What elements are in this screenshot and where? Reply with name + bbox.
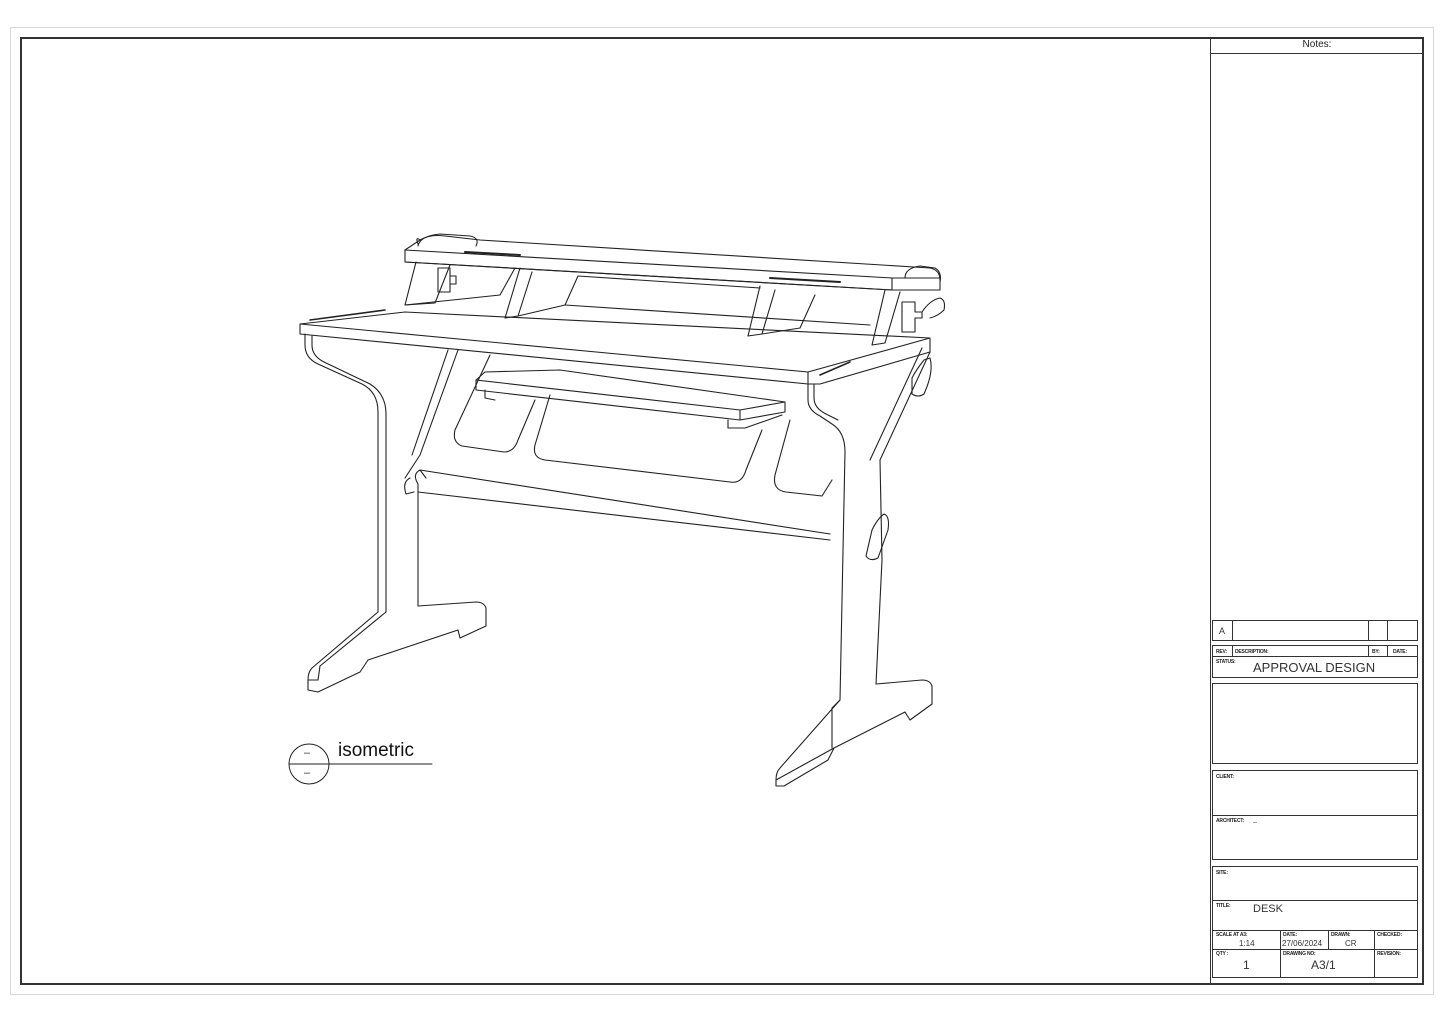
qty-value: 1: [1243, 958, 1250, 972]
status-value: APPROVAL DESIGN: [1253, 660, 1376, 675]
scale-label: SCALE AT A3:: [1216, 932, 1248, 938]
drawing-no-value: A3/1: [1311, 958, 1336, 972]
status-block: REV: DESCRIPTION: BY: DATE: STATUS: APPR…: [1212, 645, 1418, 678]
notes-heading: Notes:: [1211, 37, 1423, 54]
checked-label: CHECKED:: [1377, 932, 1402, 938]
title-label: TITLE:: [1216, 903, 1231, 909]
description-header: DESCRIPTION:: [1235, 649, 1269, 655]
architect-label: ARCHITECT:: [1216, 818, 1244, 824]
view-marker: [288, 743, 433, 785]
revision-row-rev: A: [1219, 626, 1226, 636]
drawing-info-block: SITE: TITLE: DESK SCALE AT A3: 1:14 DATE…: [1212, 866, 1418, 978]
drawing-frame: [20, 37, 1424, 985]
sheet-border: [10, 27, 1434, 995]
left-leg: [304, 333, 831, 693]
drawn-value: CR: [1345, 939, 1357, 948]
rev-header: REV:: [1216, 649, 1227, 655]
date-value: 27/06/2024: [1282, 939, 1323, 948]
by-header: BY:: [1372, 649, 1380, 655]
title-value: DESK: [1253, 903, 1283, 915]
client-label: CLIENT:: [1216, 774, 1234, 780]
title-block: Notes: A REV: DESCRIPTION: BY: DATE: STA…: [1210, 37, 1424, 985]
view-marker-top: –: [304, 747, 311, 759]
view-label: isometric: [338, 740, 415, 761]
architect-value: –: [1253, 819, 1257, 826]
date-label: DATE:: [1283, 932, 1297, 938]
desk-top: [299, 309, 931, 385]
keyboard-tray: [475, 369, 786, 429]
view-marker-bottom: –: [304, 767, 311, 779]
scale-value: 1:14: [1239, 939, 1255, 948]
revision-label: REVISION:: [1377, 951, 1401, 957]
upper-shelf: [404, 233, 946, 346]
date-header: DATE:: [1393, 649, 1407, 655]
blank-panel: [1212, 683, 1418, 764]
status-label: STATUS:: [1216, 659, 1236, 665]
client-architect-block: CLIENT: ARCHITECT: –: [1212, 770, 1418, 860]
right-leg: [775, 347, 933, 787]
revision-row: A: [1212, 620, 1418, 641]
rear-panel: [453, 354, 833, 497]
drawing-no-label: DRAWING NO:: [1283, 951, 1316, 957]
site-label: SITE:: [1216, 870, 1228, 876]
drawn-label: DRAWN:: [1331, 932, 1351, 938]
qty-label: QTY :: [1216, 951, 1229, 957]
desk-isometric-drawing: [288, 233, 946, 787]
